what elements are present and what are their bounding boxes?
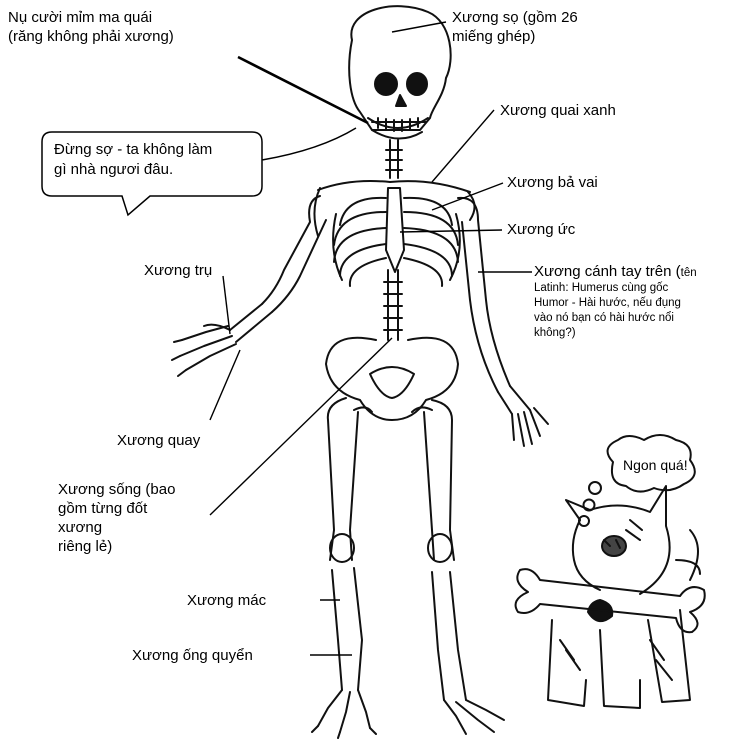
ribcage	[333, 198, 460, 286]
label-humerus-line3: Humor - Hài hước, nếu đụng	[534, 296, 734, 311]
speech-bubble-line1: Đừng sợ - ta không làm	[54, 140, 260, 160]
label-spine-line1: Xương sống (bao	[58, 480, 175, 499]
label-spine: Xương sống (bao gồm từng đốt xương riêng…	[58, 480, 175, 556]
label-radius: Xương quay	[117, 431, 200, 450]
label-humerus-line4: vào nó bạn có hài hước nổi	[534, 311, 734, 326]
label-humerus: Xương cánh tay trên (tên Latinh: Humerus…	[534, 262, 734, 341]
label-scapula: Xương bả vai	[507, 173, 598, 192]
skull	[349, 6, 450, 138]
left-arm	[172, 196, 326, 376]
sternum-shape	[386, 188, 404, 272]
dog-thought-text: Ngon quá!	[623, 456, 688, 475]
label-skull: Xương sọ (gồm 26 miếng ghép)	[452, 8, 578, 46]
label-skull-line2: miếng ghép)	[452, 27, 578, 46]
label-clavicle: Xương quai xanh	[500, 101, 616, 120]
label-humerus-suffix: tên	[681, 267, 697, 279]
label-fibula: Xương mác	[187, 591, 266, 610]
label-spine-line2: gồm từng đốt	[58, 499, 175, 518]
dog-illustration	[516, 435, 705, 708]
label-skull-line1: Xương sọ (gồm 26	[452, 8, 578, 27]
collarbones	[318, 181, 470, 192]
label-tibia: Xương ống quyển	[132, 646, 253, 665]
label-grin-line1: Nụ cười mỉm ma quái	[8, 8, 248, 27]
label-grin: Nụ cười mỉm ma quái (răng không phải xươ…	[8, 8, 248, 46]
label-humerus-line5: không?)	[534, 326, 734, 341]
left-leg	[312, 398, 376, 738]
label-spine-line3: xương	[58, 518, 175, 537]
speech-bubble-line2: gì nhà ngươi đâu.	[54, 160, 260, 180]
label-spine-line4: riêng lẻ)	[58, 537, 175, 556]
label-ulna: Xương trụ	[144, 261, 212, 280]
label-humerus-main: Xương cánh tay trên (	[534, 263, 681, 280]
right-leg	[424, 400, 504, 734]
label-humerus-line2: Latinh: Humerus cùng gốc	[534, 281, 734, 296]
pelvis	[326, 338, 458, 420]
label-grin-line2: (răng không phải xương)	[8, 27, 248, 46]
speech-bubble-text: Đừng sợ - ta không làm gì nhà ngươi đâu.	[54, 140, 260, 180]
label-sternum: Xương ức	[507, 220, 575, 239]
